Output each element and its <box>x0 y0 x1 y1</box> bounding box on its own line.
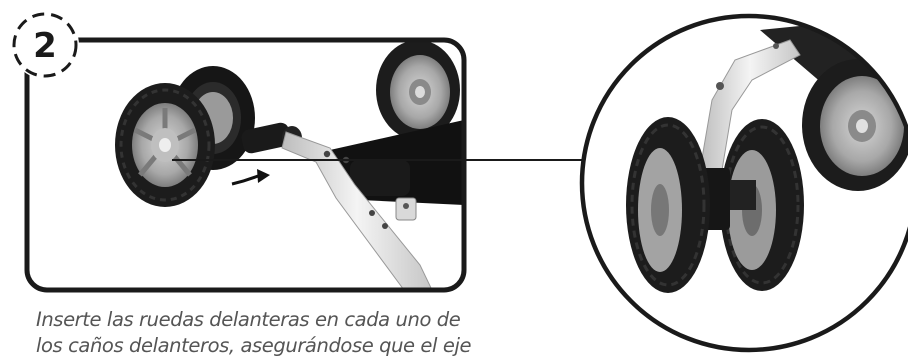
twin-wheel-front <box>626 117 710 293</box>
direction-arrow-icon <box>231 169 270 186</box>
front-tube <box>281 131 433 290</box>
caption-line-1: Inserte las ruedas delanteras en cada un… <box>36 308 461 331</box>
caption-line-2: los caños delanteros, asegurándose que e… <box>36 334 472 357</box>
instruction-caption: Inserte las ruedas delanteras en cada un… <box>36 307 556 359</box>
zoom-circle-frame <box>579 13 908 353</box>
step-number: 2 <box>33 26 57 66</box>
step-badge: 2 <box>11 11 79 79</box>
panel-frame <box>24 37 467 293</box>
zoom-detail <box>579 13 908 353</box>
rear-wheel-right <box>802 59 908 191</box>
front-wheel-front <box>115 83 215 207</box>
rear-wheel-left <box>376 40 460 140</box>
left-photo-panel <box>24 37 467 293</box>
